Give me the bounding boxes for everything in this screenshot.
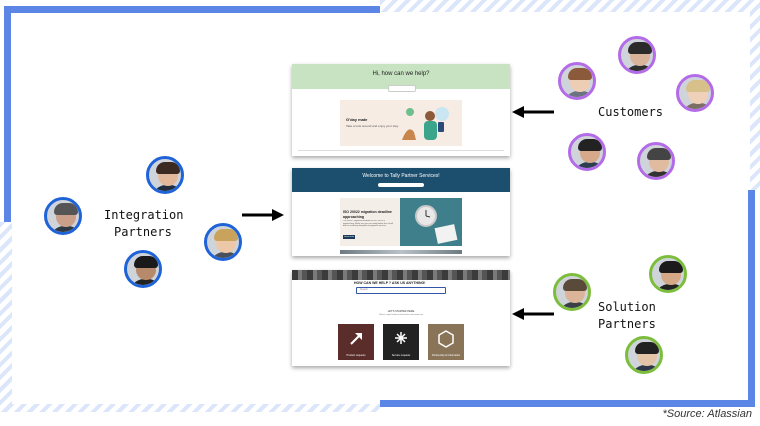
solution-portal-search-placeholder: Search	[360, 288, 368, 291]
partner-portal-header	[292, 168, 510, 192]
partner-portal-search	[378, 183, 424, 187]
partner-portal-card-button[interactable]: Learn more	[343, 235, 355, 239]
integration-partner-avatar-4	[124, 250, 162, 288]
solution-partners-label: Solution Partners	[598, 299, 656, 333]
solution-partners-label-line2: Partners	[598, 317, 656, 331]
hexagon-icon	[438, 330, 454, 348]
solution-partner-avatar-2	[553, 273, 591, 311]
solution-portal-tile-partnership[interactable]: Partnership & Information	[428, 324, 464, 360]
partner-portal-card-title: ISO 20022 migration deadline approaching	[343, 210, 392, 219]
frame-border-top	[4, 6, 380, 13]
partner-portal-clock-image	[400, 198, 462, 246]
integration-partners-label-line2: Partners	[114, 225, 172, 239]
customer-portal-card-title: G'day mate	[346, 117, 368, 122]
customer-portal-header	[292, 64, 510, 89]
integration-partners-label: Integration Partners	[104, 207, 183, 241]
integration-partner-avatar-2	[44, 197, 82, 235]
sparkle-icon	[395, 332, 407, 344]
integration-partners-label-line1: Integration	[104, 208, 184, 222]
solution-portal-tile-product[interactable]: Product requests	[338, 324, 374, 360]
customer-avatar-1	[618, 36, 656, 74]
solution-portal-tile-product-label: Product requests	[346, 354, 366, 357]
customer-portal-illustration	[398, 102, 456, 144]
kangaroo-person-illustration	[402, 107, 449, 140]
customer-portal-heading: Hi, how can we help?	[372, 71, 430, 77]
customer-avatar-2	[558, 62, 596, 100]
partner-portal-card-text: The SWIFT migration deadline for ISO 200…	[343, 220, 393, 228]
customers-label: Customers	[598, 105, 664, 119]
solution-partners-label-line1: Solution	[598, 300, 656, 314]
clock-icon	[415, 205, 458, 244]
customer-avatar-4	[568, 133, 606, 171]
customer-portal-screenshot: Hi, how can we help? G'day mate Take a l…	[292, 64, 510, 156]
partner-portal-heading: Welcome to Tally Partner Services!	[362, 173, 440, 179]
frame-border-right	[748, 190, 755, 407]
customer-portal-card-text: Take a look around and enjoy your stay	[346, 124, 399, 128]
solution-portal-header-image	[292, 270, 510, 280]
arrow-up-right-icon	[350, 333, 362, 345]
solution-arrow	[512, 308, 554, 320]
solution-portal-search[interactable]: Search	[356, 287, 446, 294]
solution-partner-avatar-1	[649, 255, 687, 293]
frame-border-bottom	[380, 400, 755, 407]
source-credit: *Source: Atlassian	[662, 408, 752, 420]
partner-portal-strip	[340, 250, 462, 254]
customer-portal-search	[388, 85, 416, 92]
customer-avatar-5	[637, 142, 675, 180]
customer-portal-footer	[298, 150, 504, 151]
integration-partner-avatar-1	[146, 156, 184, 194]
integration-partner-avatar-3	[204, 223, 242, 261]
frame-border-left	[4, 6, 11, 222]
solution-portal-subheading: LET'S STARTED HERE	[387, 310, 415, 313]
customer-avatar-3	[676, 74, 714, 112]
solution-portal-tile-service[interactable]: Service requests	[383, 324, 419, 360]
solution-portal-heading: HOW CAN WE HELP ? ASK US ANYTHING!	[354, 281, 426, 285]
solution-portal-tile-service-label: Service requests	[391, 354, 411, 357]
solution-portal-tile-partnership-label: Partnership & Information	[431, 354, 461, 357]
integration-arrow	[242, 209, 284, 221]
solution-portal-subtext: Select a topic below to find articles an…	[379, 314, 423, 316]
customers-arrow	[512, 106, 554, 118]
solution-partner-avatar-3	[625, 336, 663, 374]
partner-portal-screenshot: Welcome to Tally Partner Services! ISO 2…	[292, 168, 510, 256]
solution-portal-screenshot: HOW CAN WE HELP ? ASK US ANYTHING! Searc…	[292, 270, 510, 366]
